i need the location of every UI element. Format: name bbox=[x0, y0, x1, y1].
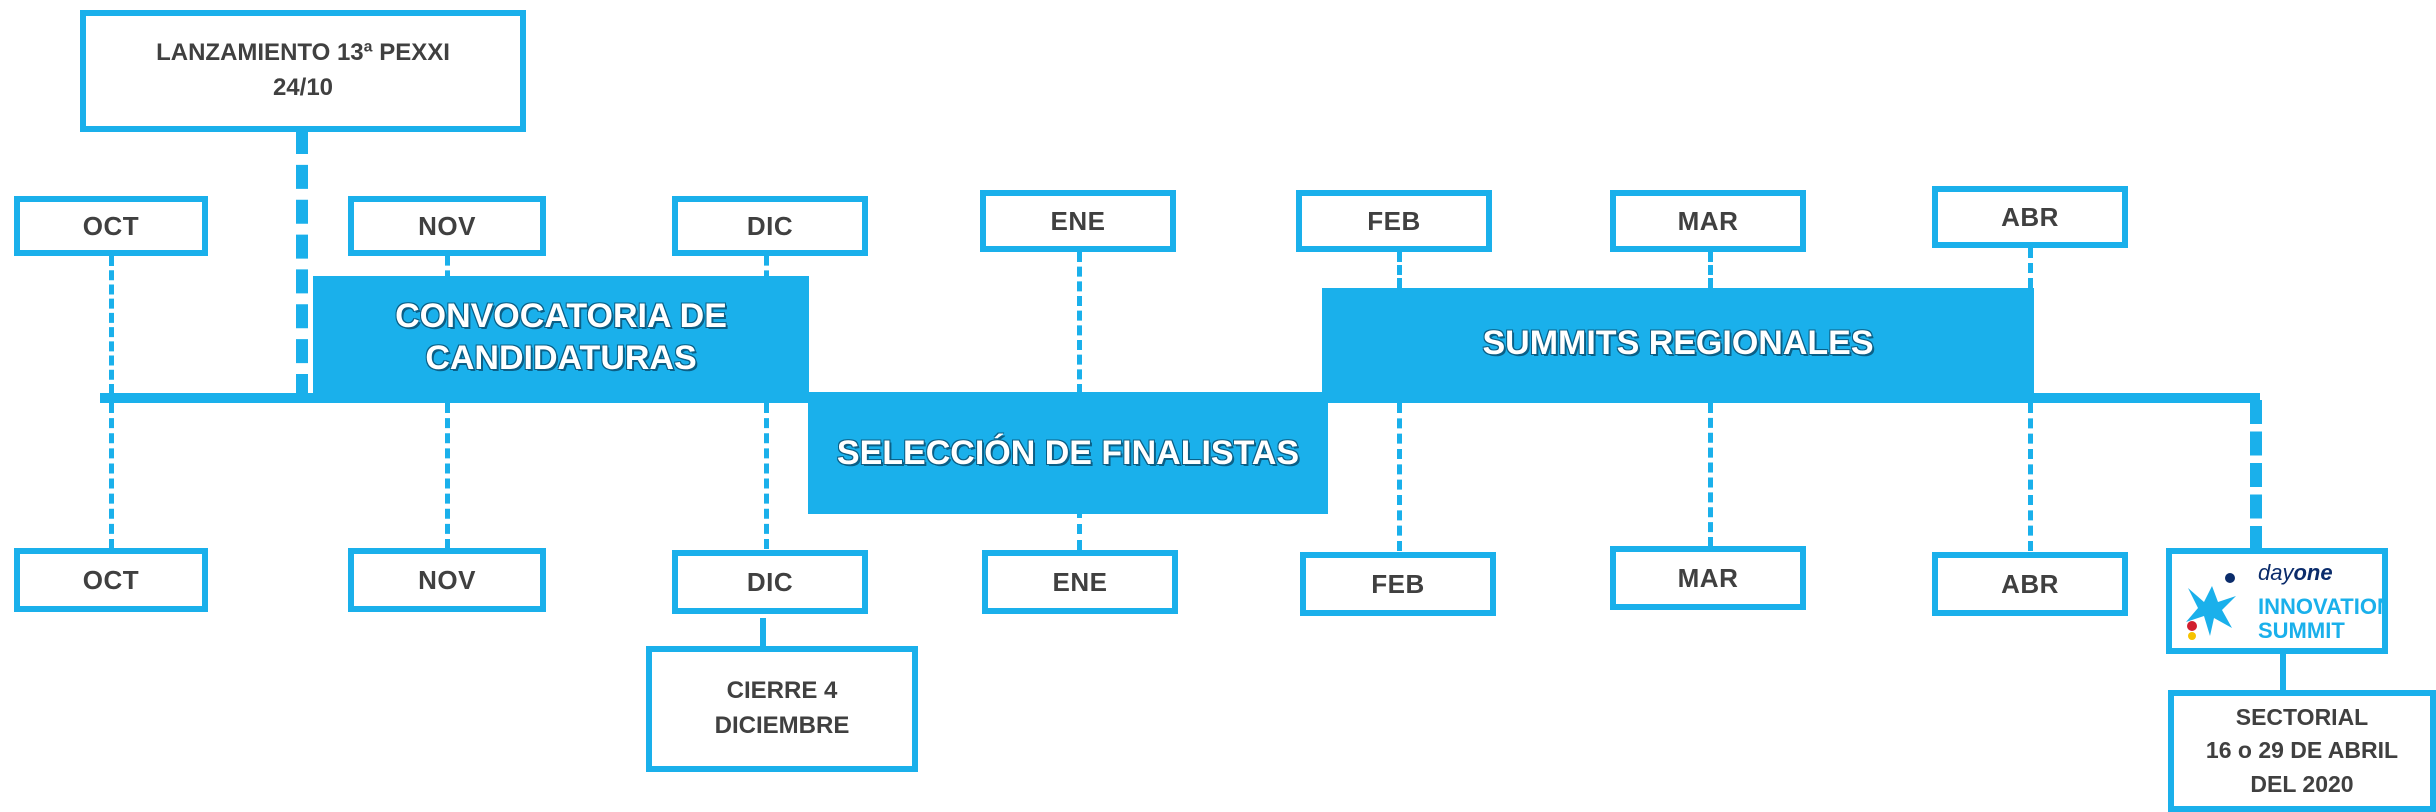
phase-summits: SUMMITS REGIONALES bbox=[1322, 288, 2034, 398]
month-top-abr: ABR bbox=[1932, 186, 2128, 248]
month-top-ene: ENE bbox=[980, 190, 1176, 252]
phase-convocatoria: CONVOCATORIA DE CANDIDATURAS bbox=[313, 276, 809, 398]
month-top-nov: NOV bbox=[348, 196, 546, 256]
feb-connector-bottom bbox=[1397, 403, 1402, 551]
sectorial-connector bbox=[2250, 400, 2262, 550]
month-top-oct: OCT bbox=[14, 196, 208, 256]
month-bottom-ene: ENE bbox=[982, 550, 1178, 614]
oct-connector-bottom bbox=[109, 403, 114, 549]
abr-connector-bottom bbox=[2028, 403, 2033, 551]
cierre-box: CIERRE 4 DICIEMBRE bbox=[646, 646, 918, 772]
logo-dayone-text: dayone bbox=[2258, 560, 2333, 586]
month-bottom-feb: FEB bbox=[1300, 552, 1496, 616]
oct-connector-top bbox=[109, 256, 114, 394]
launch-connector bbox=[296, 130, 308, 398]
abr-connector-top bbox=[2028, 248, 2033, 288]
ene-connector-bottom bbox=[1077, 508, 1082, 550]
caixabank-star-icon bbox=[2186, 573, 2236, 640]
logo-day: day bbox=[2258, 560, 2294, 585]
dic-connector-top bbox=[764, 256, 769, 280]
feb-connector-top bbox=[1397, 252, 1402, 288]
logo-innovation: INNOVATION bbox=[2258, 594, 2388, 619]
dayone-innovation-summit-logo: dayone INNOVATION SUMMIT bbox=[2166, 548, 2388, 654]
month-top-mar: MAR bbox=[1610, 190, 1806, 252]
phase-seleccion: SELECCIÓN DE FINALISTAS bbox=[808, 392, 1328, 514]
launch-box: LANZAMIENTO 13ª PEXXI 24/10 bbox=[80, 10, 526, 132]
sectorial-box: SECTORIAL 16 o 29 DE ABRIL DEL 2020 bbox=[2168, 690, 2436, 812]
month-top-dic: DIC bbox=[672, 196, 868, 256]
ene-connector-top bbox=[1077, 252, 1082, 394]
nov-connector-bottom bbox=[445, 403, 450, 549]
logo-sectorial-connector bbox=[2280, 652, 2286, 692]
logo-summit: SUMMIT bbox=[2258, 618, 2345, 643]
month-bottom-dic: DIC bbox=[672, 550, 868, 614]
nov-connector-top bbox=[445, 256, 450, 280]
month-top-feb: FEB bbox=[1296, 190, 1492, 252]
cierre-connector bbox=[760, 618, 766, 648]
dic-connector-bottom bbox=[764, 403, 769, 549]
month-bottom-abr: ABR bbox=[1932, 552, 2128, 616]
logo-one: one bbox=[2293, 560, 2333, 585]
mar-connector-top bbox=[1708, 252, 1713, 288]
month-bottom-nov: NOV bbox=[348, 548, 546, 612]
mar-connector-bottom bbox=[1708, 403, 1713, 547]
month-bottom-mar: MAR bbox=[1610, 546, 1806, 610]
month-bottom-oct: OCT bbox=[14, 548, 208, 612]
